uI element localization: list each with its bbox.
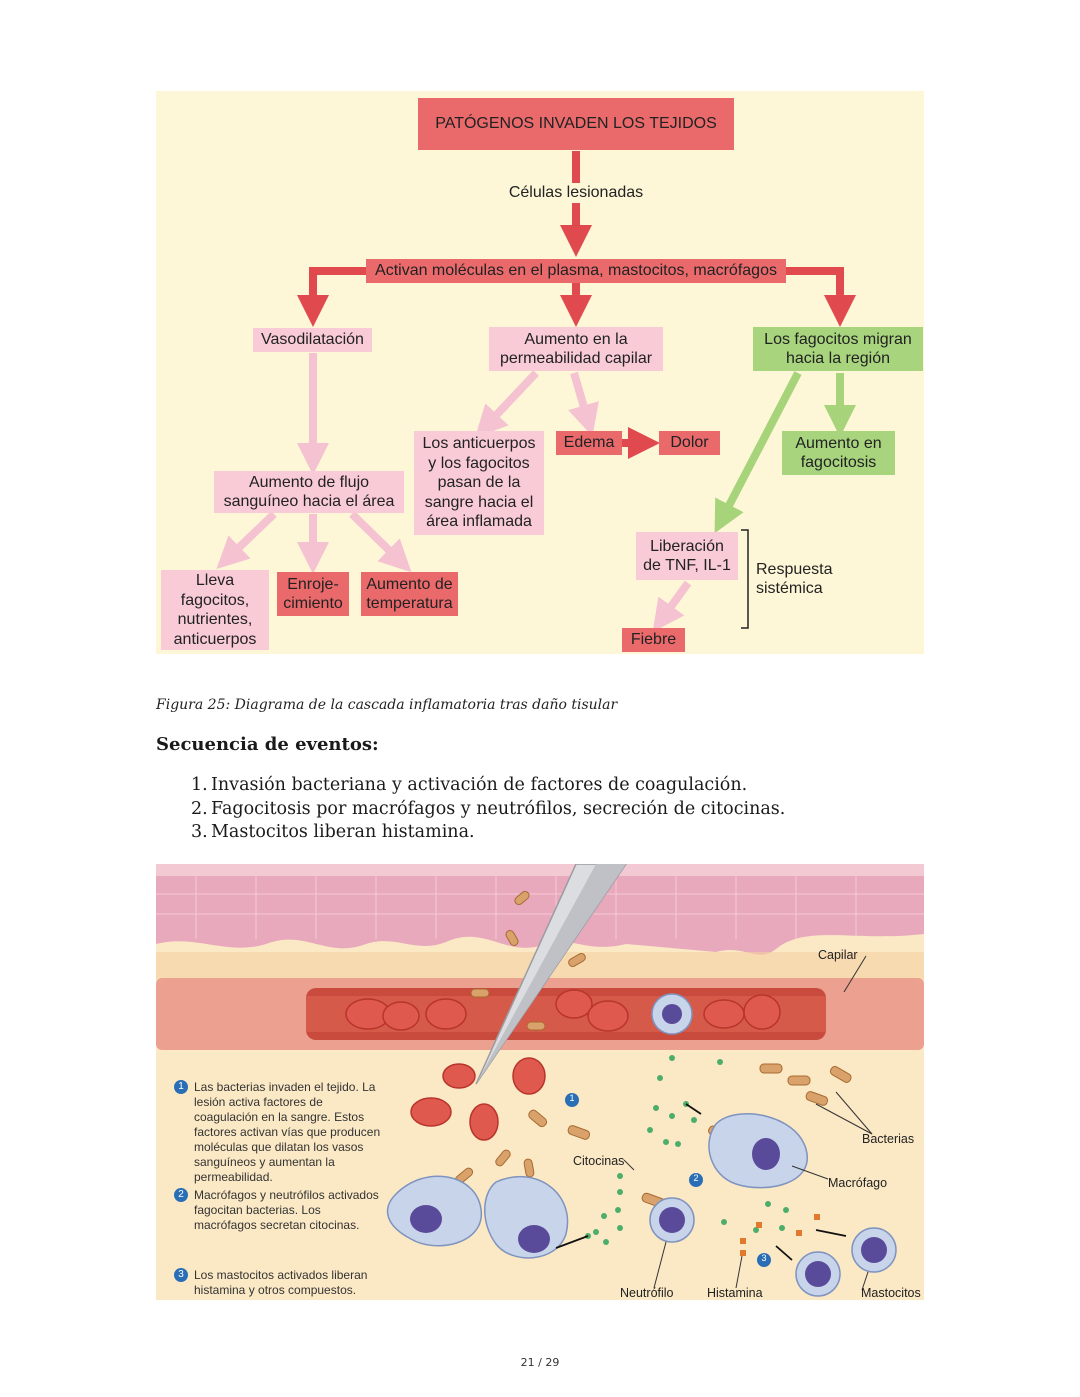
label-histamine: Histamina — [707, 1286, 763, 1300]
blood-flow-box: Aumento de flujo sanguíneo hacia el área — [214, 471, 404, 513]
label-mast-cells: Mastocitos — [861, 1286, 921, 1300]
phagocytes-migrate-box: Los fagocitos migran hacia la región — [753, 327, 923, 371]
fever-box: Fiebre — [622, 628, 685, 652]
pain-box: Dolor — [659, 431, 720, 455]
label-macrophage: Macrófago — [828, 1176, 888, 1190]
step-item: 1.Invasión bacteriana y activación de fa… — [191, 775, 748, 795]
label-capillary: Capilar — [818, 948, 858, 962]
antibodies-box: Los anticuerpos y los fagocitos pasan de… — [414, 431, 544, 535]
legend-item-1: 1 Las bacterias invaden el tejido. La le… — [174, 1080, 384, 1185]
permeability-box: Aumento en la permeabilidad capilar — [489, 327, 663, 371]
legend-item-2: 2 Macrófagos y neutrófilos activados fag… — [174, 1188, 384, 1233]
label-bacteria: Bacterias — [862, 1132, 915, 1146]
injured-cells-label: Células lesionadas — [481, 183, 671, 203]
page-number: 21 / 29 — [520, 1356, 560, 1369]
phagocytosis-box: Aumento en fagocitosis — [782, 431, 895, 475]
systemic-response-label: Respuesta sistémica — [756, 560, 833, 598]
edema-box: Edema — [556, 431, 622, 455]
illustration-drawing — [156, 864, 924, 1297]
label-cytokines: Citocinas — [573, 1154, 625, 1168]
badge-2: 2 — [693, 1173, 699, 1183]
badge-1: 1 — [569, 1093, 575, 1103]
label-neutrophil: Neutrófilo — [620, 1286, 674, 1300]
redness-box: Enroje- cimiento — [277, 572, 349, 616]
vasodilation-box: Vasodilatación — [253, 328, 372, 352]
step-item: 2.Fagocitosis por macrófagos y neutrófil… — [191, 798, 786, 819]
badge-3: 3 — [761, 1253, 767, 1263]
section-heading: Secuencia de eventos: — [156, 734, 379, 755]
legend-item-3: 3 Los mastocitos activados liberan hista… — [174, 1268, 384, 1298]
temperature-box: Aumento de temperatura — [361, 572, 458, 616]
activate-molecules-box: Activan moléculas en el plasma, mastocit… — [366, 259, 786, 283]
step-item: 3.Mastocitos liberan histamina. — [191, 822, 475, 842]
flowchart-arrows — [216, 151, 856, 632]
steps-list: 1.Invasión bacteriana y activación de fa… — [191, 774, 785, 845]
tnf-release-box: Liberación de TNF, IL-1 — [636, 532, 738, 580]
inflammation-illustration: 1 2 3 Capilar Bacterias Macrófago Citoci… — [156, 864, 924, 1300]
inflammation-flowchart: PATÓGENOS INVADEN LOS TEJIDOS Células le… — [156, 91, 924, 654]
pathogens-box: PATÓGENOS INVADEN LOS TEJIDOS — [418, 98, 734, 150]
figure-caption: Figura 25: Diagrama de la cascada inflam… — [156, 697, 618, 713]
carries-box: Lleva fagocitos, nutrientes, anticuerpos — [161, 570, 269, 650]
